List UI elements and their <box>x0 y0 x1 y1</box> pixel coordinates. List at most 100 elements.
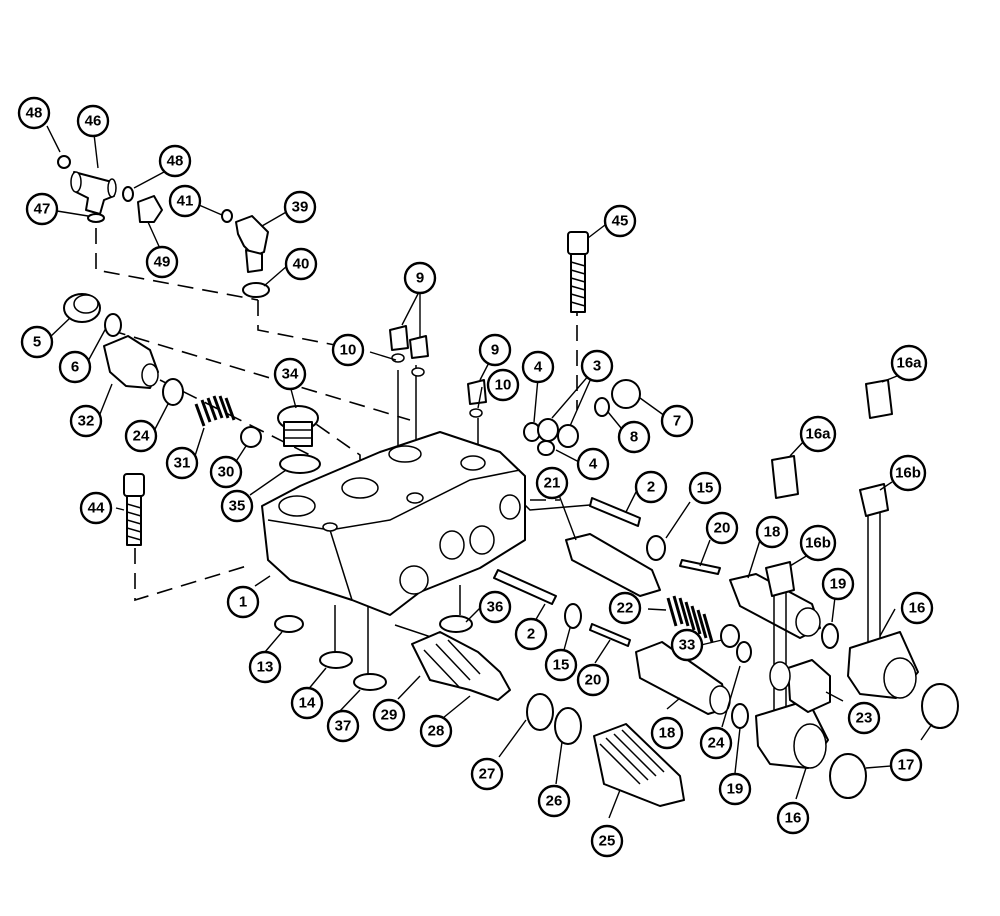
spring-22 <box>666 595 714 643</box>
callout-45: 45 <box>603 204 637 238</box>
svg-text:37: 37 <box>335 718 352 735</box>
callout-20-lower: 20 <box>576 663 610 697</box>
cartridge-25 <box>593 723 685 807</box>
svg-text:16b: 16b <box>895 465 921 482</box>
svg-text:47: 47 <box>34 201 51 218</box>
bolt-45 <box>567 231 589 313</box>
svg-text:30: 30 <box>218 464 235 481</box>
o-ring-47 <box>87 213 105 223</box>
callout-48-right: 48 <box>158 144 192 178</box>
svg-text:24: 24 <box>133 428 150 445</box>
svg-text:49: 49 <box>154 254 171 271</box>
svg-text:35: 35 <box>229 498 246 515</box>
o-ring-6 <box>104 313 122 337</box>
callout-4-lower: 4 <box>576 447 610 481</box>
ball-30 <box>240 426 262 448</box>
callout-17: 17 <box>889 748 923 782</box>
svg-text:23: 23 <box>856 710 873 727</box>
callout-44: 44 <box>79 491 113 525</box>
svg-text:40: 40 <box>293 256 310 273</box>
spool-28-29 <box>411 631 511 701</box>
pin-20a <box>679 559 721 575</box>
svg-text:16a: 16a <box>805 426 831 443</box>
svg-text:36: 36 <box>487 599 504 616</box>
svg-text:48: 48 <box>26 105 43 122</box>
svg-text:19: 19 <box>727 781 744 798</box>
callout-26: 26 <box>537 784 571 818</box>
o-ring-19b <box>731 703 749 729</box>
callout-28: 28 <box>419 714 453 748</box>
parts <box>57 155 959 807</box>
o-ring-19a <box>821 623 839 649</box>
plug-7 <box>611 379 641 409</box>
svg-text:10: 10 <box>340 342 357 359</box>
solenoid-16-lower <box>755 561 829 769</box>
svg-text:16: 16 <box>785 810 802 827</box>
plug-5 <box>63 293 101 323</box>
callout-46: 46 <box>76 104 110 138</box>
svg-text:45: 45 <box>612 213 629 230</box>
callout-23: 23 <box>847 701 881 735</box>
svg-text:10: 10 <box>495 377 512 394</box>
callout-15-upper: 15 <box>688 471 722 505</box>
callout-47: 47 <box>25 192 59 226</box>
callout-6: 6 <box>58 350 92 384</box>
svg-text:17: 17 <box>898 757 915 774</box>
svg-text:34: 34 <box>282 366 299 383</box>
svg-text:20: 20 <box>714 520 731 537</box>
callout-49: 49 <box>145 245 179 279</box>
elbow-fitting-39 <box>235 215 269 273</box>
o-ring-48b <box>122 186 134 202</box>
svg-text:4: 4 <box>589 456 598 473</box>
svg-text:44: 44 <box>88 500 105 517</box>
callout-10-right: 10 <box>486 368 520 402</box>
o-ring-27 <box>526 693 554 731</box>
o-ring-24b <box>736 641 752 663</box>
plugs-9 <box>389 325 487 405</box>
callout-19-upper: 19 <box>821 567 855 601</box>
svg-text:41: 41 <box>177 193 194 210</box>
svg-text:2: 2 <box>647 479 655 496</box>
plug-23 <box>769 659 831 713</box>
o-ring-24a <box>162 378 184 406</box>
svg-text:16b: 16b <box>805 535 831 552</box>
callout-41: 41 <box>168 184 202 218</box>
alignment-lines <box>95 228 591 675</box>
svg-text:22: 22 <box>617 600 634 617</box>
callout-4-upper: 4 <box>521 350 555 384</box>
svg-text:8: 8 <box>630 429 638 446</box>
callouts: 48 46 48 47 49 41 39 40 45 5 6 32 24 31 … <box>17 96 934 858</box>
callout-2-lower: 2 <box>514 617 548 651</box>
svg-text:46: 46 <box>85 113 102 130</box>
callout-24-left: 24 <box>124 419 158 453</box>
svg-text:26: 26 <box>546 793 563 810</box>
callout-7: 7 <box>660 404 694 438</box>
svg-text:15: 15 <box>553 657 570 674</box>
nut-17-lower <box>829 753 867 799</box>
svg-text:25: 25 <box>599 833 616 850</box>
callout-15-lower: 15 <box>544 648 578 682</box>
callout-18-upper: 18 <box>755 515 789 549</box>
o-ring-26 <box>554 707 582 745</box>
connector-16a-lower <box>771 455 799 499</box>
svg-text:48: 48 <box>167 153 184 170</box>
callout-24-right: 24 <box>699 726 733 760</box>
svg-text:14: 14 <box>299 695 316 712</box>
o-ring-37 <box>353 673 387 691</box>
svg-text:29: 29 <box>381 707 398 724</box>
svg-text:9: 9 <box>416 270 424 287</box>
callout-27: 27 <box>470 757 504 791</box>
callout-35: 35 <box>220 489 254 523</box>
callout-30: 30 <box>209 455 243 489</box>
o-ring-36 <box>439 615 473 633</box>
callout-36: 36 <box>478 590 512 624</box>
pin-2-upper <box>589 497 641 527</box>
plug-34 <box>277 405 319 447</box>
svg-text:31: 31 <box>174 455 191 472</box>
pin-20b <box>589 623 631 647</box>
callout-34: 34 <box>273 357 307 391</box>
callout-48-top: 48 <box>17 96 51 130</box>
svg-text:7: 7 <box>673 413 681 430</box>
svg-text:28: 28 <box>428 723 445 740</box>
